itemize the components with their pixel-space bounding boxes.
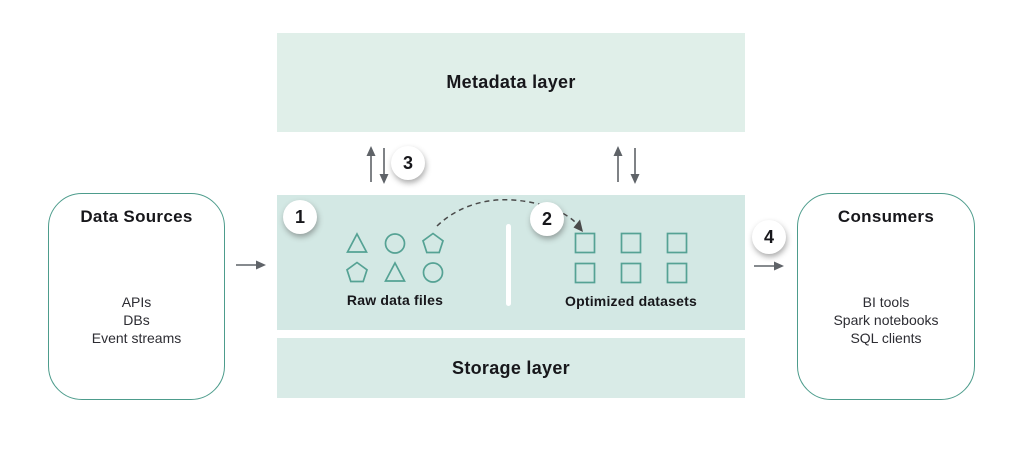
square-icon xyxy=(666,262,688,284)
metadata-sync-arrows-left xyxy=(366,146,389,184)
data-sources-title: Data Sources xyxy=(80,207,193,226)
consumers-item: SQL clients xyxy=(850,330,922,346)
raw-data-files-group: Raw data files xyxy=(315,231,475,308)
data-sources-items: APIs DBs Event streams xyxy=(49,293,224,347)
optimized-datasets-label: Optimized datasets xyxy=(565,293,697,309)
square-icon xyxy=(574,232,596,254)
step-badge-4: 4 xyxy=(752,220,786,254)
metadata-sync-arrows-right xyxy=(613,146,640,184)
processing-to-consumers-arrow xyxy=(754,261,784,271)
raw-shapes-row-2 xyxy=(315,260,475,284)
triangle-icon xyxy=(346,232,368,253)
consumers-item: Spark notebooks xyxy=(833,312,939,328)
storage-layer-box: Storage layer xyxy=(277,338,745,398)
metadata-layer-label: Metadata layer xyxy=(446,72,576,92)
optimized-datasets-group: Optimized datasets xyxy=(551,231,711,309)
data-sources-box: Data Sources APIs DBs Event streams xyxy=(48,193,225,400)
consumers-box: Consumers BI tools Spark notebooks SQL c… xyxy=(797,193,975,400)
data-sources-item: APIs xyxy=(121,294,152,310)
data-sources-item: DBs xyxy=(123,312,150,328)
consumers-item: BI tools xyxy=(862,294,910,310)
circle-icon xyxy=(422,262,444,283)
square-icon xyxy=(666,232,688,254)
consumers-items: BI tools Spark notebooks SQL clients xyxy=(798,293,974,347)
circle-icon xyxy=(384,233,406,254)
pentagon-icon xyxy=(346,261,368,283)
step-badge-1: 1 xyxy=(283,200,317,234)
optimized-shapes-row-2 xyxy=(551,261,711,285)
raw-shapes-row-1 xyxy=(315,231,475,255)
square-icon xyxy=(620,262,642,284)
step-badge-2: 2 xyxy=(530,202,564,236)
step-badge-3: 3 xyxy=(391,146,425,180)
square-icon xyxy=(620,232,642,254)
optimized-shapes-row-1 xyxy=(551,231,711,255)
square-icon xyxy=(574,262,596,284)
metadata-layer-box: Metadata layer xyxy=(277,33,745,132)
consumers-title: Consumers xyxy=(837,207,935,226)
raw-data-files-label: Raw data files xyxy=(346,292,444,308)
group-divider xyxy=(506,224,511,306)
triangle-icon xyxy=(384,261,406,282)
storage-layer-label: Storage layer xyxy=(452,357,570,378)
sources-to-processing-arrow xyxy=(236,260,266,270)
data-sources-item: Event streams xyxy=(91,330,182,346)
pentagon-icon xyxy=(422,232,444,254)
